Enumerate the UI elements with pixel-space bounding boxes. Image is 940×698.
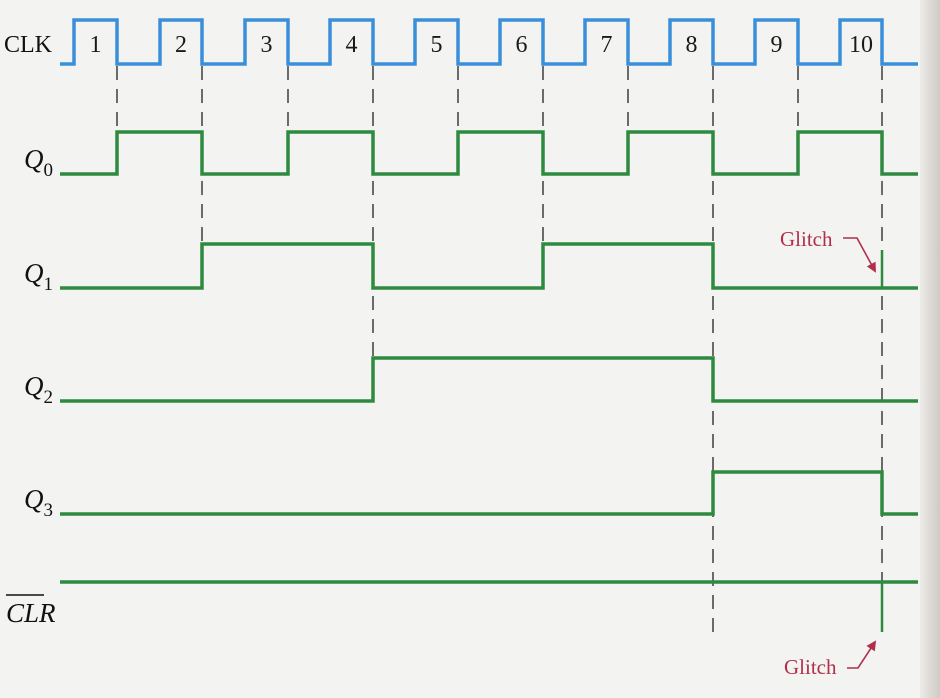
dashed-guide-lines <box>116 66 883 640</box>
pulse-number: 3 <box>261 32 273 58</box>
q2-label: Q2 <box>24 371 53 408</box>
q0-waveform <box>60 130 918 176</box>
pulse-number: 5 <box>431 32 443 58</box>
q3-label-subscript: 3 <box>44 500 54 521</box>
clk-waveform <box>60 18 918 66</box>
waveforms <box>60 18 918 632</box>
pulse-number: 4 <box>346 32 358 58</box>
pulse-number: 10 <box>849 32 873 58</box>
q2-waveform <box>60 356 918 403</box>
q3-waveform <box>60 470 918 516</box>
page-edge-shadow <box>920 0 940 698</box>
q1-waveform <box>60 242 918 290</box>
pulse-number: 1 <box>90 32 102 58</box>
clr-label: CLR <box>6 598 56 628</box>
pulse-number: 6 <box>516 32 528 58</box>
pulse-number: 8 <box>686 32 698 58</box>
glitch-label: Glitch <box>780 227 833 251</box>
q3-label: Q3 <box>24 484 53 521</box>
pulse-number: 9 <box>771 32 783 58</box>
glitch-arrow <box>843 237 876 273</box>
q0-label: Q0 <box>24 144 53 181</box>
pulse-number: 7 <box>601 32 613 58</box>
pulse-number: 2 <box>175 32 187 58</box>
glitch-arrow <box>847 640 877 669</box>
q2-label-subscript: 2 <box>44 387 54 408</box>
q1-label-subscript: 1 <box>44 274 54 295</box>
glitch-label: Glitch <box>784 655 837 679</box>
q0-label-subscript: 0 <box>44 160 54 181</box>
q1-label: Q1 <box>24 258 53 295</box>
clk-label: CLK <box>4 32 53 58</box>
